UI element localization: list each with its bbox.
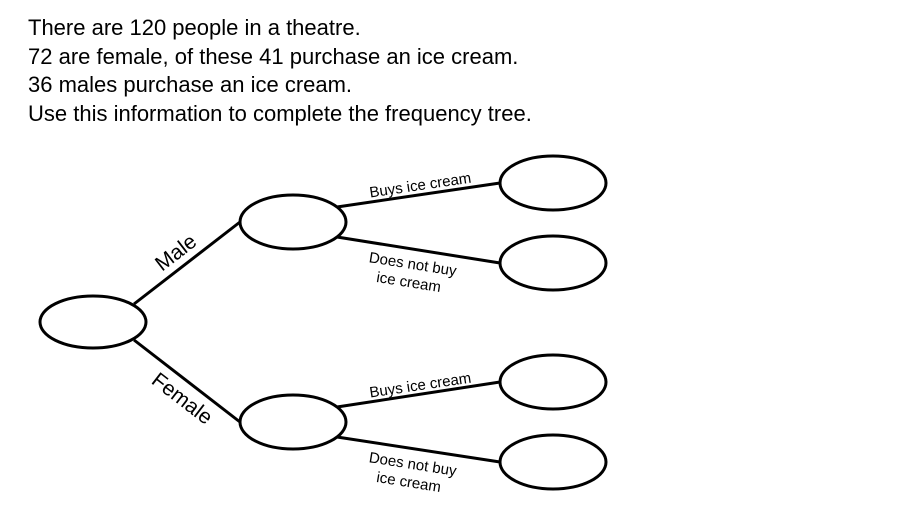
label-male-buys: Buys ice cream — [368, 170, 472, 202]
question-text: There are 120 people in a theatre. 72 ar… — [28, 14, 532, 128]
branch-male — [133, 220, 241, 306]
branch-male-not-buy — [336, 235, 501, 265]
branch-female-not-buy — [336, 435, 501, 464]
question-line-3: 36 males purchase an ice cream. — [28, 72, 353, 97]
female-node[interactable] — [238, 393, 348, 451]
question-line-2: 72 are female, of these 41 purchase an i… — [28, 43, 519, 69]
branch-female — [133, 338, 241, 424]
leaf-male-buys[interactable] — [498, 154, 608, 212]
label-female-buys: Buys ice cream — [368, 370, 472, 402]
question-line-4: Use this information to complete the fre… — [28, 100, 532, 126]
leaf-female-buys[interactable] — [498, 353, 608, 411]
leaf-female-not-buy[interactable] — [498, 433, 608, 491]
root-node[interactable] — [38, 294, 148, 350]
branch-male-buys — [336, 181, 501, 209]
branch-female-buys — [336, 380, 501, 409]
label-male: Male — [151, 230, 201, 276]
leaf-male-not-buy[interactable] — [498, 234, 608, 292]
question-line-1: There are 120 people in a theatre. — [28, 15, 361, 40]
male-node[interactable] — [238, 193, 348, 251]
